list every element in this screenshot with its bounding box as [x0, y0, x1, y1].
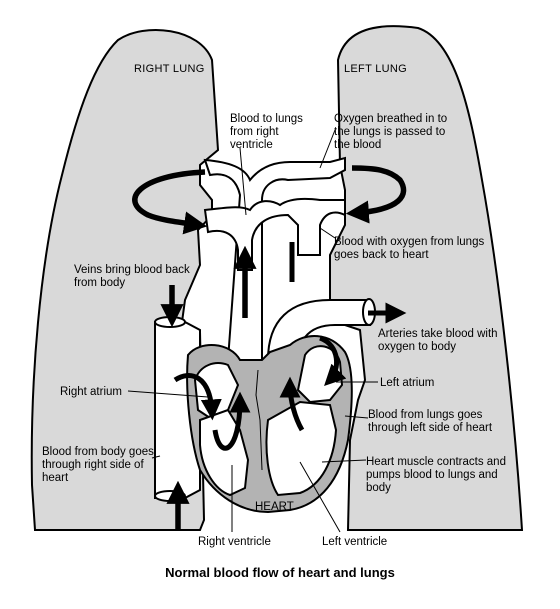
label-arteries-take: Arteries take blood with oxygen to body: [378, 328, 501, 353]
left-lung: [329, 25, 524, 531]
leader-blood-to-lungs: [239, 147, 247, 216]
label-blood-to-lungs: Blood to lungs from right ventricle: [230, 113, 306, 151]
leader-heart-muscle: [321, 459, 367, 463]
label-heart-muscle: Heart muscle contracts and pumps blood t…: [366, 456, 509, 494]
leader-right-atrium: [127, 390, 209, 398]
heart-septum: [255, 369, 263, 471]
label-left-ventricle: Left ventricle: [322, 536, 387, 548]
arrow-to-left-lung: [345, 165, 407, 224]
leader-blood-from-lungs: [344, 415, 369, 419]
vena-cava-top-opening: [154, 316, 186, 328]
leader-blood-from-body: [151, 455, 161, 459]
pulmonary-veins: [203, 197, 346, 271]
label-veins-bring: Veins bring blood back from body: [74, 264, 193, 289]
arrow-left-atrium: [318, 335, 347, 386]
label-blood-from-lungs: Blood from lungs goes through left side …: [368, 409, 493, 434]
heart-label: HEART: [255, 501, 294, 513]
diagram-caption: Normal blood flow of heart and lungs: [165, 565, 395, 580]
arrow-left-ventricle: [279, 376, 305, 432]
arrow-right-ventricle: [212, 391, 251, 451]
right-lung-label: RIGHT LUNG: [134, 63, 205, 75]
arrow-right-atrium: [173, 373, 222, 421]
leader-blood-with-oxygen: [319, 227, 336, 239]
arrow-from-right-lung: [132, 169, 208, 235]
left-lung-label: LEFT LUNG: [344, 63, 407, 75]
label-right-atrium: Right atrium: [60, 386, 122, 398]
label-right-ventricle: Right ventricle: [198, 536, 271, 548]
leader-oxygen: [319, 129, 336, 169]
leader-left-ventricle: [299, 461, 341, 533]
label-blood-with-oxygen: Blood with oxygen from lungs goes back t…: [334, 236, 487, 261]
label-blood-from-body: Blood from body goes through right side …: [42, 446, 157, 484]
left-ventricle-chamber: [265, 400, 338, 497]
label-left-atrium: Left atrium: [380, 377, 434, 389]
label-oxygen-breathed: Oxygen breathed in to the lungs is passe…: [334, 113, 450, 151]
